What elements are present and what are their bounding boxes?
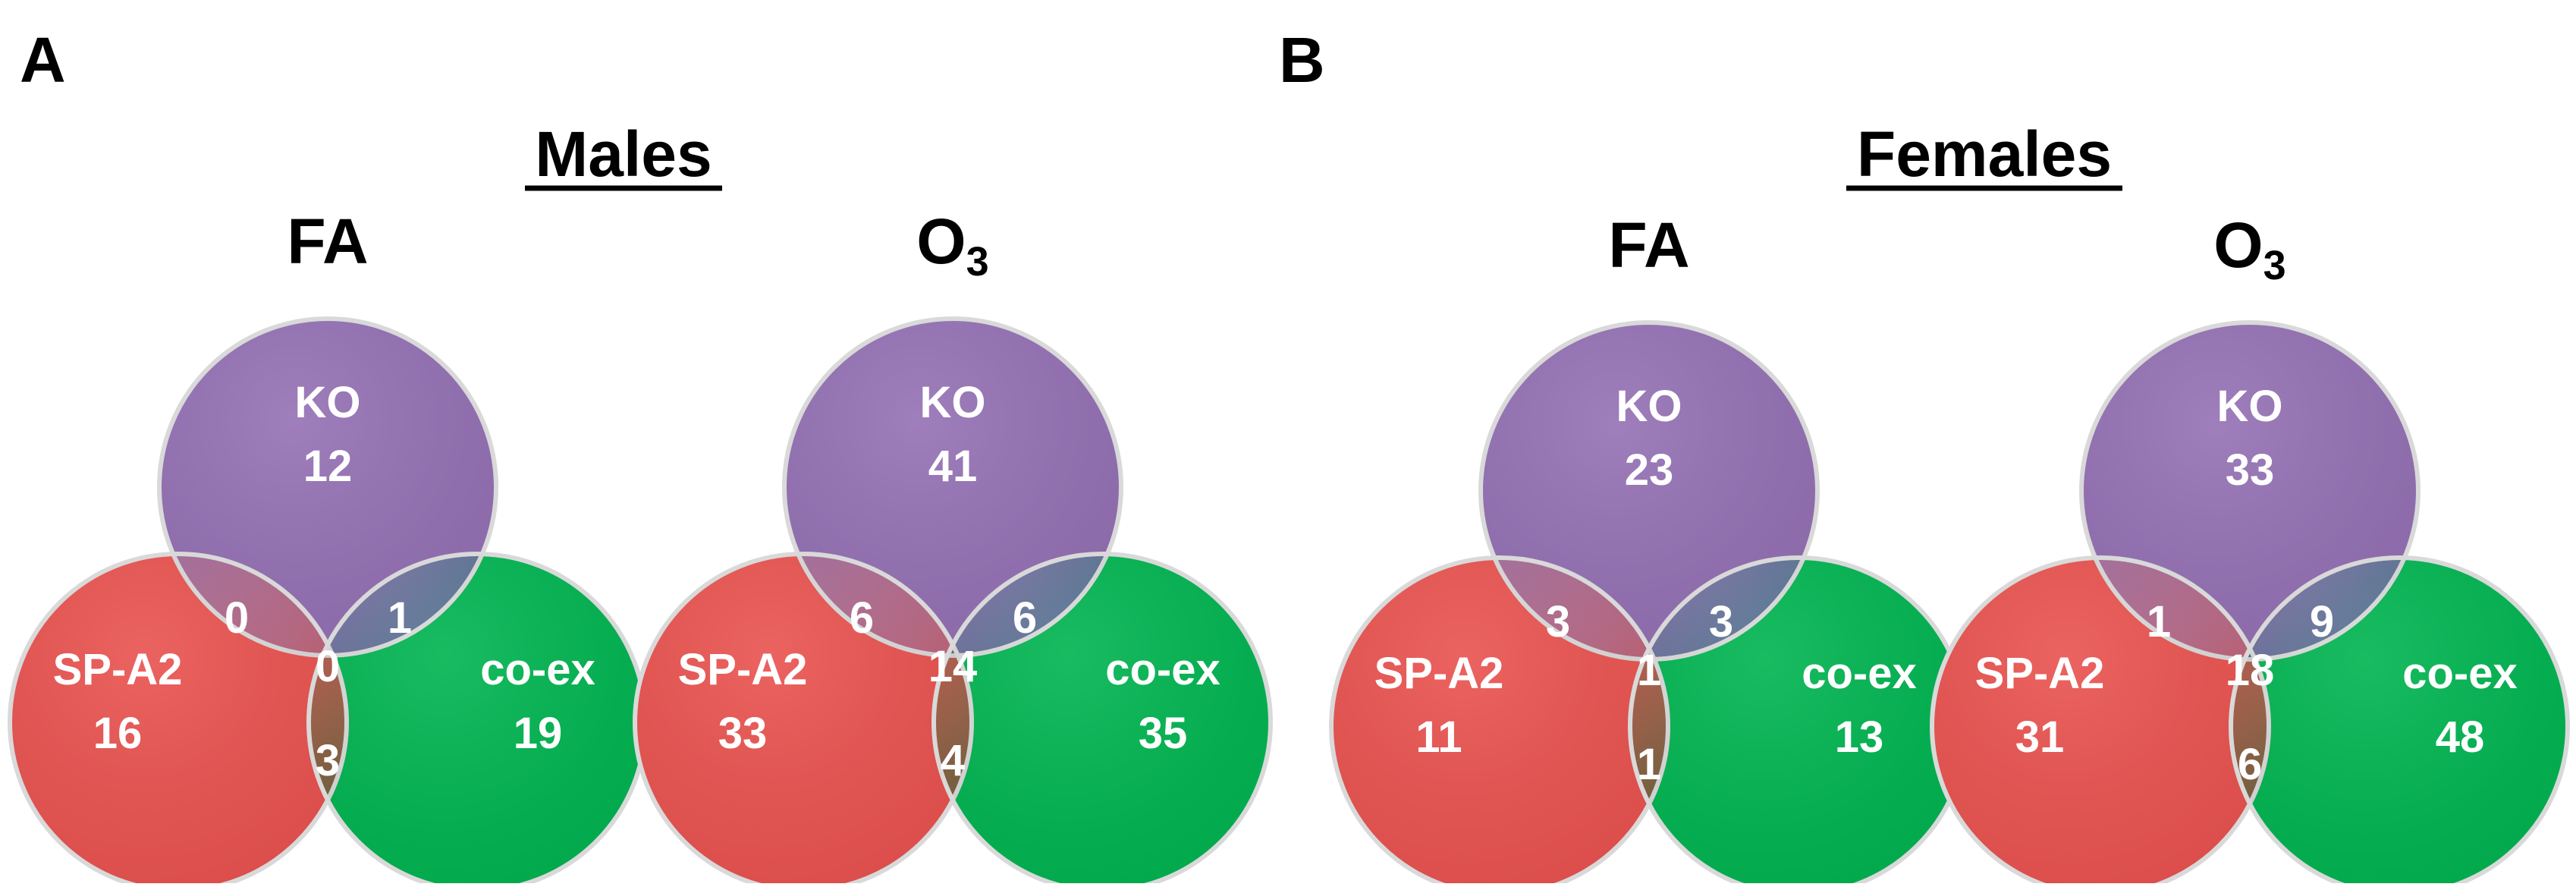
count-ko-coex: 9	[2310, 597, 2334, 646]
set-label-ko: KO	[295, 378, 361, 427]
count-ko-only: 12	[303, 442, 353, 491]
count-ko-spa2: 0	[225, 593, 249, 643]
count-ko-coex: 6	[1013, 593, 1037, 643]
panel-letter-b: B	[1279, 24, 1325, 96]
set-label-spa2: SP-A2	[53, 645, 183, 694]
condition-title: FA	[1608, 209, 1689, 281]
group-title-females: Females	[1857, 118, 2112, 190]
set-label-ko: KO	[920, 378, 986, 427]
count-ko-spa2: 3	[1546, 597, 1570, 646]
count-ko-only: 33	[2226, 445, 2275, 495]
count-coex-only: 35	[1139, 709, 1188, 758]
condition-title: O3	[916, 206, 988, 285]
count-ko-only: 41	[928, 442, 978, 491]
set-label-spa2: SP-A2	[1374, 649, 1504, 698]
count-spa2-only: 11	[1415, 712, 1462, 762]
panel-letter-a: A	[20, 24, 66, 96]
count-spa2-coex: 6	[2238, 740, 2262, 789]
count-spa2-only: 16	[93, 709, 143, 758]
set-outline-coex	[1628, 555, 1969, 887]
set-outline-coex	[306, 552, 648, 887]
count-all-three: 0	[316, 642, 340, 691]
count-spa2-coex: 4	[941, 736, 965, 785]
set-outline-spa2	[1329, 555, 1670, 887]
set-label-coex: co-ex	[2402, 649, 2518, 698]
count-all-three: 14	[928, 642, 978, 691]
count-spa2-coex: 1	[1637, 740, 1661, 789]
count-ko-coex: 3	[1709, 597, 1733, 646]
set-outline-spa2	[633, 552, 974, 887]
set-label-ko: KO	[1616, 382, 1682, 431]
set-outline-spa2	[8, 552, 349, 887]
count-ko-spa2: 6	[850, 593, 874, 643]
count-spa2-only: 31	[2015, 712, 2065, 762]
count-all-three: 18	[2226, 646, 2275, 695]
count-coex-only: 48	[2436, 712, 2485, 762]
count-spa2-coex: 3	[316, 736, 340, 785]
set-label-coex: co-ex	[1105, 645, 1220, 694]
count-all-three: 1	[1637, 646, 1661, 695]
set-label-ko: KO	[2217, 382, 2283, 431]
count-ko-spa2: 1	[2147, 597, 2171, 646]
set-label-spa2: SP-A2	[1975, 649, 2105, 698]
group-title-males: Males	[535, 118, 712, 190]
set-outline-coex	[2229, 555, 2570, 887]
set-label-coex: co-ex	[1802, 649, 1917, 698]
count-spa2-only: 33	[718, 709, 768, 758]
set-outline-spa2	[1930, 555, 2271, 887]
count-ko-coex: 1	[388, 593, 412, 643]
count-coex-only: 19	[514, 709, 563, 758]
set-label-coex: co-ex	[480, 645, 595, 694]
condition-title: FA	[287, 206, 368, 277]
condition-title: O3	[2213, 209, 2285, 288]
count-coex-only: 13	[1835, 712, 1884, 762]
count-ko-only: 23	[1625, 445, 1674, 495]
set-label-spa2: SP-A2	[678, 645, 808, 694]
set-outline-coex	[931, 552, 1273, 887]
